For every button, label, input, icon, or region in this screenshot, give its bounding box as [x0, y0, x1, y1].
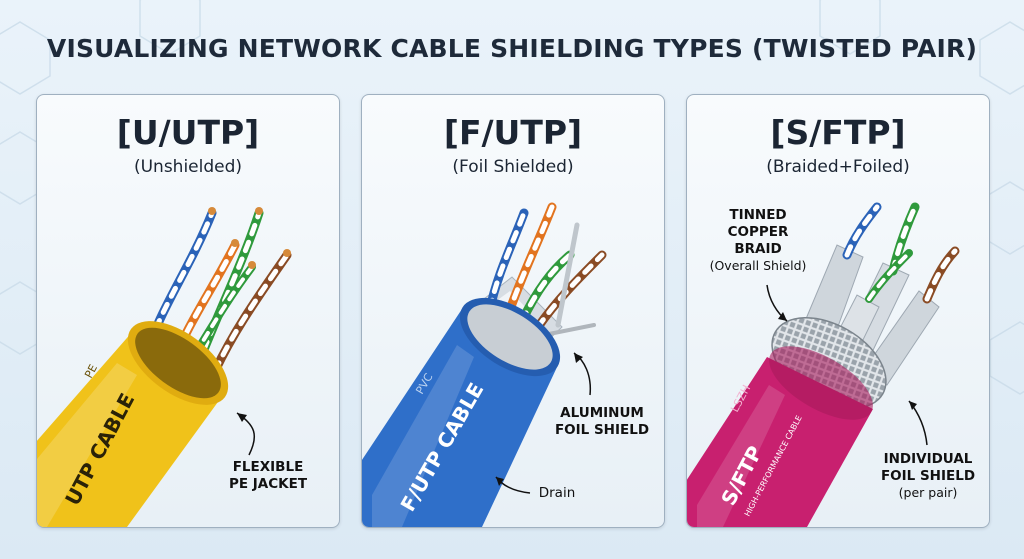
- sftp-cable-illustration: LSZH S/FTP HIGH-PERFORMANCE CABLE: [687, 202, 960, 527]
- twisted-pairs: [842, 202, 960, 304]
- callout-arrow: [236, 412, 256, 456]
- page-title: VISUALIZING NETWORK CABLE SHIELDING TYPE…: [46, 34, 978, 63]
- copper-tips: [208, 207, 291, 269]
- cable-jacket: [362, 297, 561, 527]
- callout-drain: Drain: [538, 485, 576, 501]
- uutp-cable-illustration: PE UTP CABLE: [37, 207, 292, 527]
- jacket-material-label: PE: [82, 362, 100, 380]
- panel-subtitle: (Braided+Foiled): [766, 157, 910, 177]
- panel-futp: [F/UTP] (Foil Shielded) PVC F/UTP: [361, 94, 665, 528]
- callout-flexible-pe-jacket: FLEXIBLE PE JACKET: [228, 459, 308, 492]
- callout-tinned-copper-braid: TINNED COPPER BRAID (Overall Shield): [709, 207, 807, 273]
- cable-jacket: [687, 346, 873, 527]
- panel-title: [F/UTP]: [443, 113, 583, 152]
- panel-uutp: [U/UTP] (Unshielded) PE UTP CABLE: [36, 94, 340, 528]
- panel-subtitle: (Unshielded): [133, 157, 243, 177]
- drain-wire: [542, 323, 596, 337]
- futp-cable-illustration: PVC F/UTP CABLE: [362, 202, 607, 527]
- cable-jacket: [37, 321, 229, 527]
- callout-aluminum-foil-shield: ALUMINUM FOIL SHIELD: [554, 405, 650, 438]
- panel-sftp: [S/FTP] (Braided+Foiled): [686, 94, 990, 528]
- panel-title: [S/FTP]: [770, 113, 906, 152]
- panel-title: [U/UTP]: [116, 113, 260, 152]
- callout-individual-foil-shield: INDIVIDUAL FOIL SHIELD (per pair): [880, 451, 976, 500]
- panel-subtitle: (Foil Shielded): [452, 157, 574, 177]
